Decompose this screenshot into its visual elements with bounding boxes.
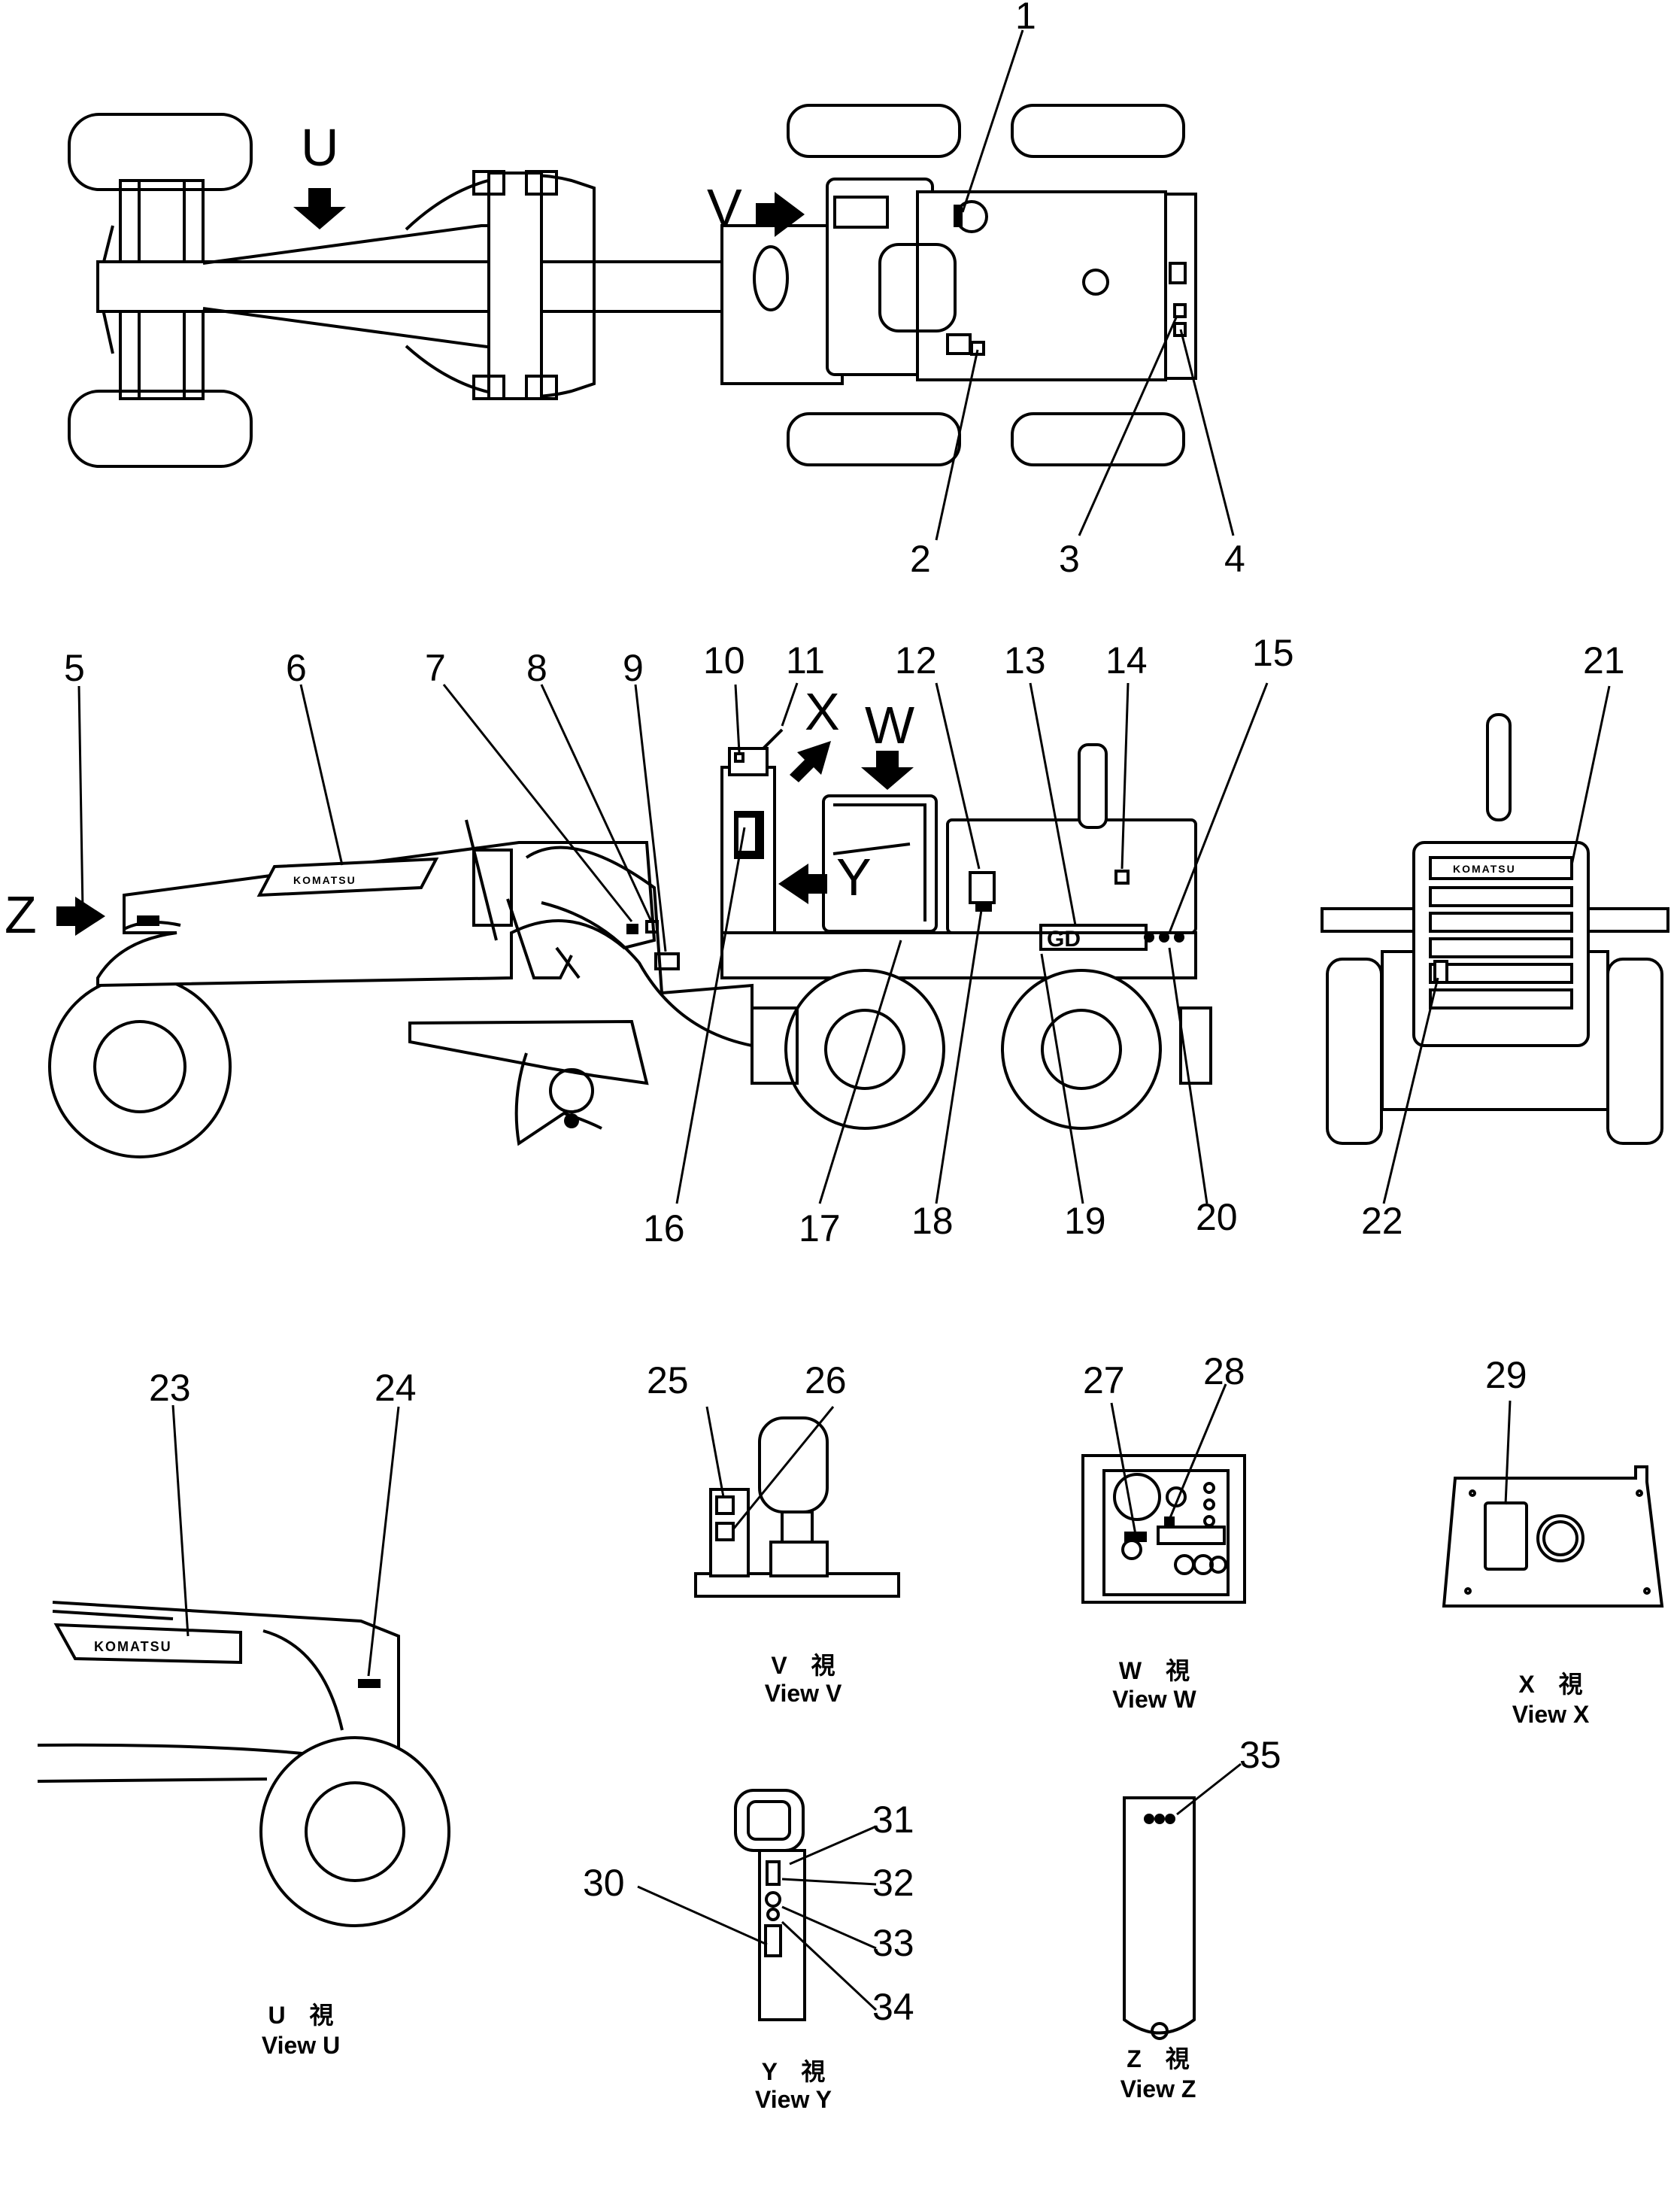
view-v-detail (694, 1416, 900, 1598)
caption-x-en: View X (1512, 1701, 1590, 1728)
callout-8: 8 (526, 647, 547, 689)
callout-2: 2 (910, 538, 931, 580)
view-w-detail (1081, 1454, 1246, 1604)
caption-z-en: View Z (1121, 2075, 1196, 2102)
callout-32: 32 (872, 1862, 914, 1904)
callout-23: 23 (149, 1367, 191, 1409)
brand-label-side: KOMATSU (293, 874, 356, 886)
callout-19: 19 (1064, 1200, 1106, 1242)
callout-26: 26 (805, 1359, 847, 1401)
side-view-grader: KOMATSU GD (48, 728, 1212, 1158)
view-arrow-y: Y (778, 848, 872, 906)
view-letter-y: Y (836, 848, 872, 906)
callout-11: 11 (786, 639, 825, 682)
caption-v-en: View V (765, 1680, 842, 1707)
view-letter-u: U (301, 118, 339, 177)
callout-29: 29 (1485, 1354, 1527, 1396)
top-view-grader (68, 104, 1197, 468)
callout-14: 14 (1105, 639, 1148, 682)
view-arrow-w: W (861, 696, 914, 790)
callout-7: 7 (425, 647, 446, 689)
callout-20: 20 (1196, 1196, 1238, 1238)
view-letter-w: W (865, 696, 914, 754)
view-y-detail (734, 1789, 806, 2021)
callout-1: 1 (1015, 0, 1036, 37)
callout-30: 30 (583, 1862, 625, 1904)
rear-view-grader: KOMATSU (1321, 713, 1669, 1145)
callout-13: 13 (1004, 639, 1046, 682)
caption-y-jp: Y 視 (762, 2058, 826, 2085)
callout-5: 5 (64, 647, 85, 689)
caption-z-jp: Z 視 (1127, 2045, 1190, 2072)
view-letter-v: V (707, 178, 742, 237)
brand-label-view-u: KOMATSU (94, 1639, 172, 1654)
caption-w-jp: W 視 (1119, 1657, 1190, 1684)
brand-label-rear: KOMATSU (1453, 863, 1516, 875)
caption-x-jp: X 視 (1518, 1671, 1582, 1698)
callout-10: 10 (703, 639, 745, 682)
callout-3: 3 (1059, 538, 1080, 580)
komatsu-decal-side: KOMATSU (256, 857, 439, 897)
callout-22: 22 (1361, 1200, 1403, 1242)
callout-33: 33 (872, 1922, 914, 1964)
caption-u-jp: U 視 (268, 2002, 333, 2029)
caption-u-en: View U (262, 2032, 340, 2059)
callout-numbers: 1 2 3 4 5 6 7 8 9 10 11 12 13 14 15 16 1… (64, 0, 1625, 2028)
caption-w-en: View W (1112, 1686, 1196, 1713)
view-captions: V 視 View V W 視 View W X 視 View X U 視 Vie… (262, 1652, 1590, 2113)
callout-25: 25 (647, 1359, 689, 1401)
callout-15: 15 (1252, 632, 1294, 674)
callout-16: 16 (643, 1207, 685, 1249)
callout-21: 21 (1583, 639, 1625, 682)
view-arrow-v: V (707, 178, 805, 237)
callout-31: 31 (872, 1799, 914, 1841)
view-x-detail (1442, 1465, 1664, 1608)
callout-35: 35 (1239, 1734, 1281, 1776)
view-arrow-z: Z (5, 885, 105, 944)
callout-17: 17 (799, 1207, 841, 1249)
view-arrow-x: X (790, 682, 840, 782)
view-z-detail (1123, 1796, 1196, 2040)
callout-27: 27 (1083, 1359, 1125, 1401)
callout-12: 12 (895, 639, 937, 682)
callout-24: 24 (375, 1367, 417, 1409)
caption-y-en: View Y (755, 2086, 832, 2113)
view-letter-x: X (805, 682, 840, 741)
caption-v-jp: V 視 (771, 1652, 835, 1679)
callout-28: 28 (1203, 1350, 1245, 1392)
view-u-detail: KOMATSU (37, 1601, 450, 1927)
gd-plate-label: GD (1047, 927, 1081, 952)
callout-18: 18 (911, 1200, 954, 1242)
view-arrow-u: U (293, 118, 346, 229)
callout-4: 4 (1224, 538, 1245, 580)
callout-34: 34 (872, 1986, 914, 2028)
callout-9: 9 (623, 647, 644, 689)
komatsu-decal-view-u: KOMATSU (53, 1623, 242, 1665)
callout-6: 6 (286, 647, 307, 689)
view-letter-z: Z (5, 885, 37, 944)
